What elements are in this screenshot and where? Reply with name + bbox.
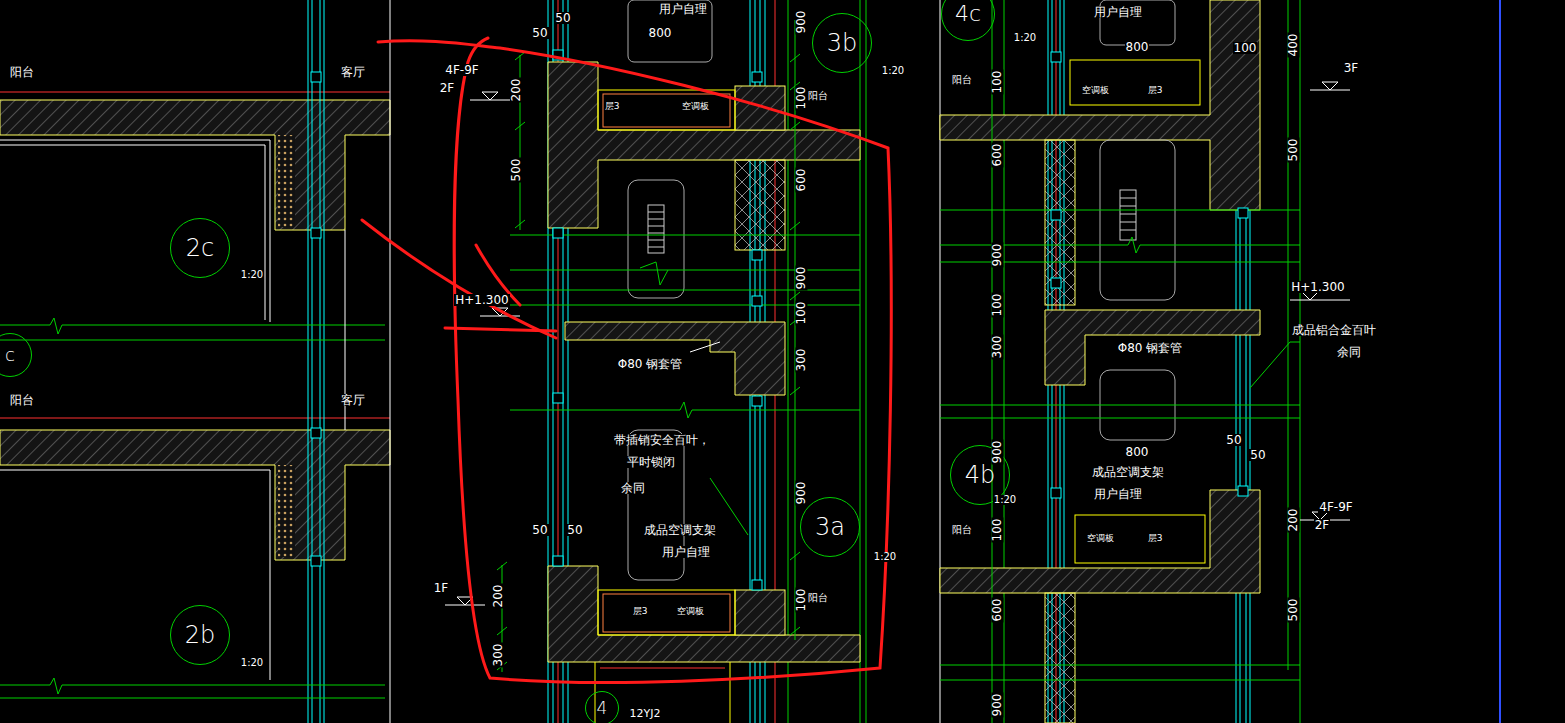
drawing-label: 50 xyxy=(531,27,548,39)
drawing-label: 600 xyxy=(795,168,807,193)
drawing-label: 12YJ2 xyxy=(629,708,662,719)
detail-callout-circle: 4c xyxy=(941,0,995,41)
drawing-label: 200 xyxy=(492,584,504,609)
drawing-label: 空调板 xyxy=(681,102,710,111)
drawing-label: 900 xyxy=(991,243,1003,268)
drawing-label: 余同 xyxy=(620,482,646,494)
drawing-label: 900 xyxy=(991,693,1003,718)
drawing-label: 100 xyxy=(795,301,807,326)
drawing-label: 3F xyxy=(1343,62,1360,74)
drawing-label: Φ80 钢套管 xyxy=(617,358,684,370)
detail-callout-circle: 2c xyxy=(170,218,230,278)
detail-callout-circle: 2b xyxy=(170,605,230,665)
detail-callout-circle: 3b xyxy=(812,13,872,73)
callout-number: 4 xyxy=(597,700,608,717)
left-section xyxy=(0,0,390,723)
drawing-label: 500 xyxy=(1287,598,1299,623)
drawing-label: 1:20 xyxy=(240,658,264,668)
drawing-label: 200 xyxy=(1287,508,1299,533)
drawing-label: 1:20 xyxy=(240,270,264,280)
right-section xyxy=(940,0,1500,723)
drawing-label: 100 xyxy=(991,293,1003,318)
drawing-label: 阳台 xyxy=(9,66,35,78)
drawing-label: 600 xyxy=(991,598,1003,623)
drawing-label: 带插销安全百叶， xyxy=(613,434,711,446)
drawing-label: 客厅 xyxy=(340,66,366,78)
middle-section xyxy=(445,0,866,723)
drawing-label: 100 xyxy=(795,588,807,613)
detail-callout-circle: c xyxy=(0,333,32,377)
drawing-label: H+1.300 xyxy=(1290,281,1345,293)
drawing-label: 1F xyxy=(433,582,450,594)
callout-number: 3a xyxy=(815,515,845,539)
drawing-label: 50 xyxy=(1225,434,1242,446)
drawing-label: 100 xyxy=(991,518,1003,543)
drawing-label: 用户自理 xyxy=(1093,6,1143,18)
drawing-label: 900 xyxy=(991,440,1003,465)
drawing-label: 300 xyxy=(991,335,1003,360)
drawing-label: 50 xyxy=(566,524,583,536)
callout-number: 2c xyxy=(186,236,214,260)
drawing-label: 100 xyxy=(991,70,1003,95)
drawing-label: 空调板 xyxy=(1081,86,1110,95)
drawing-label: 阳台 xyxy=(807,593,829,603)
drawing-label: 阳台 xyxy=(951,525,973,535)
drawing-label: Φ80 钢套管 xyxy=(1117,342,1184,354)
drawing-label: 800 xyxy=(648,27,673,39)
callout-number: 2b xyxy=(185,623,216,647)
drawing-label: 400 xyxy=(1287,33,1299,58)
drawing-label: 800 xyxy=(1125,41,1150,53)
drawing-label: H+1.300 xyxy=(454,294,509,306)
drawing-label: 层3 xyxy=(604,102,621,111)
drawing-label: 层3 xyxy=(632,607,649,616)
drawing-label: 2F xyxy=(1314,519,1331,531)
drawing-label: 900 xyxy=(795,266,807,291)
drawing-label: 50 xyxy=(1249,449,1266,461)
drawing-label: 900 xyxy=(795,481,807,506)
drawing-label: 空调板 xyxy=(1086,534,1115,543)
drawing-label: 1:20 xyxy=(881,66,905,76)
drawing-label: 用户自理 xyxy=(661,546,711,558)
callout-number: 4b xyxy=(965,463,996,487)
drawing-label: 500 xyxy=(510,158,522,183)
hand-markup xyxy=(362,38,891,683)
detail-callout-circle: 4 xyxy=(585,691,619,723)
drawing-label: 平时锁闭 xyxy=(626,456,676,468)
drawing-label: 100 xyxy=(1233,42,1258,54)
drawing-label: 空调板 xyxy=(676,607,705,616)
drawing-label: 用户自理 xyxy=(658,3,708,15)
detail-callout-circle: 3a xyxy=(800,497,860,557)
drawing-label: 2F xyxy=(439,82,456,94)
drawing-label: 阳台 xyxy=(807,91,829,101)
drawing-label: 1:20 xyxy=(873,552,897,562)
callout-number: c xyxy=(5,346,15,364)
drawing-label: 成品铝合金百叶 xyxy=(1291,324,1377,336)
drawing-label: 余同 xyxy=(1336,346,1362,358)
drawing-label: 用户自理 xyxy=(1093,488,1143,500)
callout-number: 3b xyxy=(827,31,858,55)
drawing-label: 4F-9F xyxy=(1318,501,1353,513)
drawing-label: 800 xyxy=(1125,446,1150,458)
drawing-label: 阳台 xyxy=(951,75,973,85)
drawing-label: 客厅 xyxy=(340,394,366,406)
drawing-label: 成品空调支架 xyxy=(643,524,717,536)
drawing-label: 900 xyxy=(795,10,807,35)
drawing-label: 层3 xyxy=(1147,86,1164,95)
drawing-label: 200 xyxy=(510,78,522,103)
drawing-label: 300 xyxy=(492,643,504,668)
callout-number: 4c xyxy=(955,3,981,25)
drawing-label: 4F-9F xyxy=(444,64,479,76)
drawing-label: 层3 xyxy=(1147,534,1164,543)
drawing-label: 600 xyxy=(991,143,1003,168)
drawing-label: 500 xyxy=(1287,138,1299,163)
drawing-label: 300 xyxy=(795,348,807,373)
drawing-label: 50 xyxy=(531,524,548,536)
drawing-label: 50 xyxy=(554,12,571,24)
drawing-label: 1:20 xyxy=(993,495,1017,505)
drawing-label: 1:20 xyxy=(1013,33,1037,43)
drawing-label: 100 xyxy=(795,86,807,111)
drawing-label: 成品空调支架 xyxy=(1091,466,1165,478)
drawing-label: 阳台 xyxy=(9,394,35,406)
